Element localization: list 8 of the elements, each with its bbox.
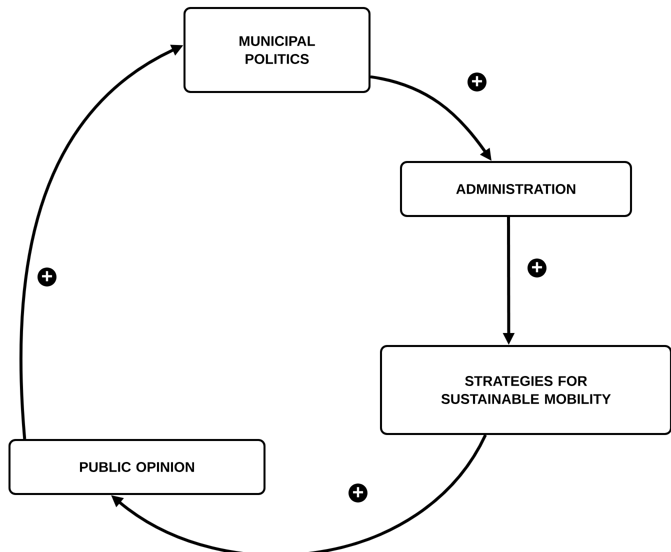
- edge-label: +: [528, 258, 546, 278]
- edge-label: +: [468, 72, 486, 92]
- process-box: MUNICIPAL POLITICS: [184, 7, 370, 93]
- process-box: ADMINISTRATION: [400, 161, 632, 217]
- edge-label: +: [348, 484, 368, 502]
- process-box: STRATEGIES FOR SUSTAINABLE MOBILITY: [380, 345, 671, 435]
- process-box: PUBLIC OPINION: [8, 439, 266, 495]
- edge-label: +: [38, 268, 56, 286]
